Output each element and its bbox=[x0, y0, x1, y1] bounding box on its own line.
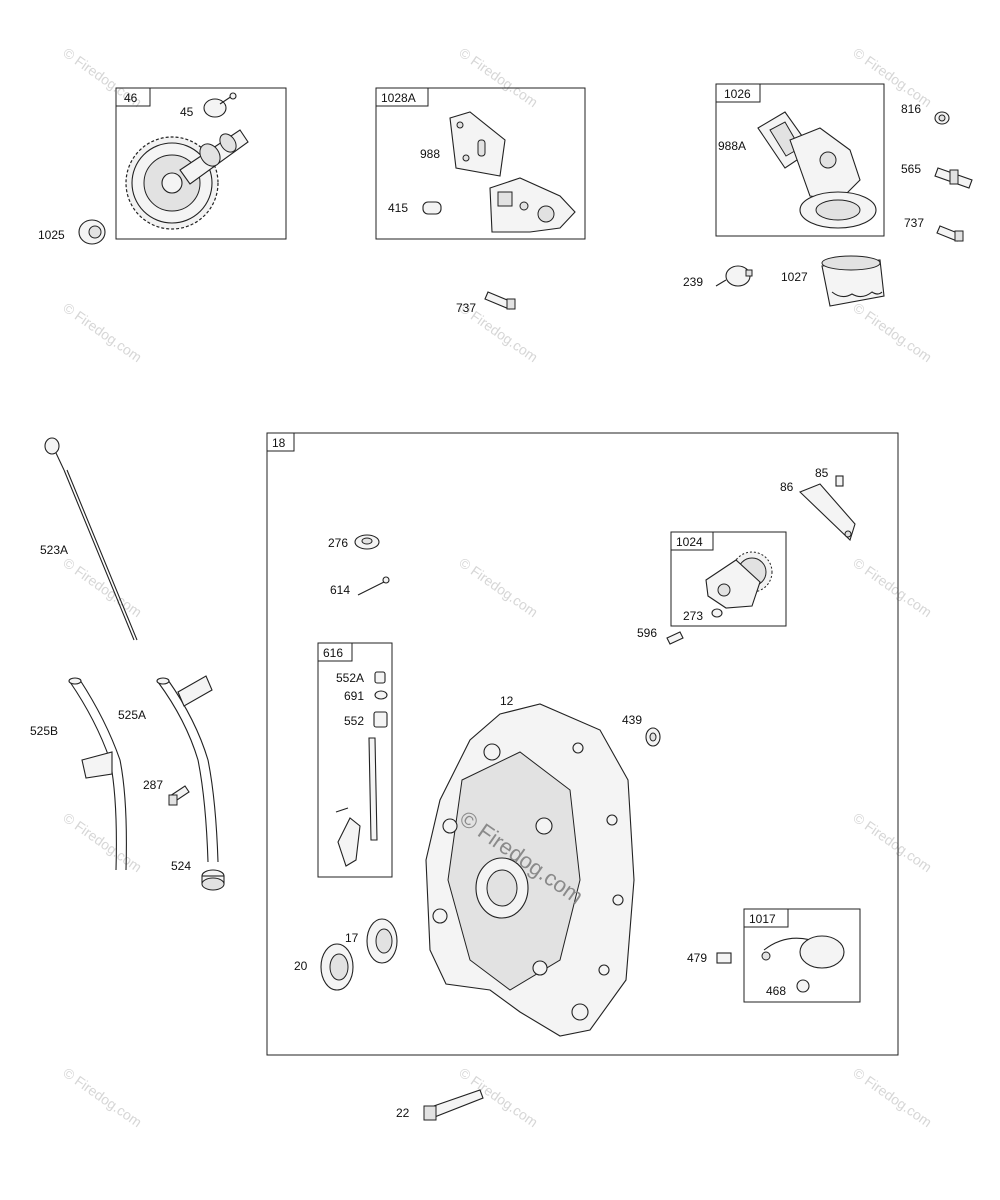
box-1028A: 1028A 988 415 bbox=[375, 87, 586, 240]
oil-pump-part bbox=[705, 551, 773, 609]
box-label: 18 bbox=[272, 436, 286, 450]
part-label: 525A bbox=[118, 708, 146, 722]
watermark: © Firedog.com bbox=[850, 554, 935, 620]
part-614-pin bbox=[357, 576, 390, 596]
part-label: 1025 bbox=[38, 228, 65, 242]
watermark: © Firedog.com bbox=[456, 554, 541, 620]
breather-cover-part bbox=[761, 935, 845, 969]
box-1026: 1026 988A bbox=[715, 83, 885, 237]
bracket-plate-part bbox=[449, 111, 506, 177]
part-label: 86 bbox=[780, 480, 794, 494]
part-label: 737 bbox=[456, 301, 476, 315]
box-46: 46 45 bbox=[115, 87, 287, 240]
part-22-bolt bbox=[423, 1089, 484, 1121]
part-label: 596 bbox=[637, 626, 657, 640]
part-45-pin bbox=[203, 92, 237, 118]
part-label: 552A bbox=[336, 671, 364, 685]
adapter-housing-part bbox=[789, 127, 877, 229]
box-label: 1024 bbox=[676, 535, 703, 549]
part-17-bearing bbox=[366, 918, 398, 964]
part-691-washer bbox=[374, 690, 388, 700]
watermark: © Firedog.com bbox=[60, 299, 145, 365]
part-label: 565 bbox=[901, 162, 921, 176]
part-1027-oil-filter bbox=[821, 255, 885, 307]
watermark: © Firedog.com bbox=[850, 44, 935, 110]
part-label: 614 bbox=[330, 583, 350, 597]
governor-shaft-part bbox=[335, 737, 378, 867]
box-label: 616 bbox=[323, 646, 343, 660]
part-label: 525B bbox=[30, 724, 58, 738]
box-label: 46 bbox=[124, 91, 138, 105]
box-1017: 1017 468 bbox=[743, 908, 861, 1003]
part-552-sleeve bbox=[373, 711, 388, 728]
part-label: 988 bbox=[420, 147, 440, 161]
part-label: 22 bbox=[396, 1106, 410, 1120]
watermark: © Firedog.com bbox=[850, 809, 935, 875]
part-596-bolt bbox=[666, 631, 684, 645]
watermark: © Firedog.com bbox=[850, 1064, 935, 1130]
watermark: © Firedog.com bbox=[60, 1064, 145, 1130]
part-479-fitting bbox=[716, 952, 732, 964]
part-439-washer bbox=[645, 727, 661, 747]
box-label: 1026 bbox=[724, 87, 751, 101]
part-label: 85 bbox=[815, 466, 829, 480]
box-1024: 1024 273 bbox=[670, 531, 787, 627]
part-552A-cup bbox=[374, 671, 386, 684]
bracket-housing-part bbox=[489, 177, 576, 233]
part-label: 1027 bbox=[781, 270, 808, 284]
watermark: © Firedog.com bbox=[60, 809, 145, 875]
part-label: 524 bbox=[171, 859, 191, 873]
part-label: 439 bbox=[622, 713, 642, 727]
part-label: 239 bbox=[683, 275, 703, 289]
part-label: 415 bbox=[388, 201, 408, 215]
part-label: 45 bbox=[180, 105, 194, 119]
part-label: 273 bbox=[683, 609, 703, 623]
box-616: 616 552A 691 552 bbox=[317, 642, 393, 878]
cam-gear-part bbox=[125, 129, 249, 230]
part-label: 816 bbox=[901, 102, 921, 116]
part-20-bearing bbox=[320, 943, 354, 991]
part-273-oring bbox=[711, 608, 723, 618]
part-287-bolt bbox=[168, 785, 190, 806]
part-276-seal bbox=[354, 534, 380, 550]
part-737-bolt bbox=[936, 225, 964, 242]
part-85-screw bbox=[835, 475, 844, 487]
crankcase-cover-part bbox=[425, 703, 635, 1037]
part-label: 691 bbox=[344, 689, 364, 703]
part-524-grommet bbox=[201, 869, 225, 891]
part-1025-seal bbox=[78, 219, 106, 245]
watermark: © Firedog.com bbox=[456, 44, 541, 110]
part-label: 20 bbox=[294, 959, 308, 973]
part-label: 552 bbox=[344, 714, 364, 728]
part-label: 12 bbox=[500, 694, 514, 708]
part-86-cover bbox=[799, 483, 856, 542]
part-737-bolt bbox=[484, 291, 516, 310]
box-label: 1017 bbox=[749, 912, 776, 926]
part-565-fitting bbox=[934, 167, 973, 189]
part-468-oring bbox=[796, 979, 810, 993]
part-label: 523A bbox=[40, 543, 68, 557]
part-label: 276 bbox=[328, 536, 348, 550]
dipstick-tube-525A bbox=[156, 675, 219, 863]
part-label: 737 bbox=[904, 216, 924, 230]
box-18: 18 276 614 85 86 1024 bbox=[266, 432, 899, 1056]
part-label: 17 bbox=[345, 931, 359, 945]
part-816-nut bbox=[934, 111, 950, 125]
watermark: © Firedog.com bbox=[850, 299, 935, 365]
part-label: 479 bbox=[687, 951, 707, 965]
dipstick-part bbox=[44, 437, 138, 641]
dipstick-tube-525B bbox=[68, 677, 127, 871]
part-415-plug bbox=[422, 201, 442, 215]
part-label: 287 bbox=[143, 778, 163, 792]
part-label: 468 bbox=[766, 984, 786, 998]
part-239-switch bbox=[715, 265, 753, 287]
part-label: 988A bbox=[718, 139, 746, 153]
box-label: 1028A bbox=[381, 91, 416, 105]
